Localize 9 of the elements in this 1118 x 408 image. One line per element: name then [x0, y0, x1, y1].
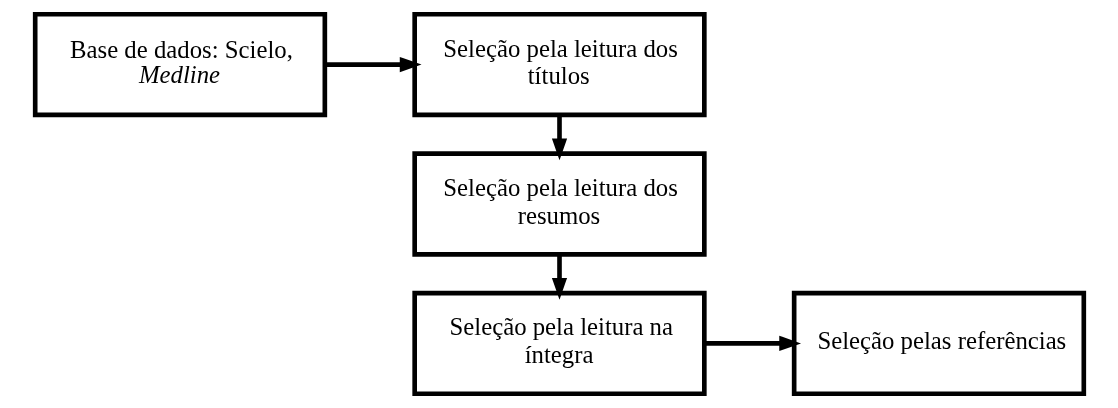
node-box: Base de dados: Scielo, Medline [32, 11, 327, 118]
node-box: Seleção pelas referências [791, 290, 1086, 397]
node-box: Seleção pela leitura na íntegra [411, 290, 707, 397]
arrow [551, 254, 567, 300]
node-box: Seleção pela leitura dos títulos [411, 11, 707, 118]
arrow [324, 57, 422, 73]
arrow [704, 335, 801, 351]
node-box: Seleção pela leitura dos resumos [411, 151, 707, 257]
arrow [551, 115, 567, 161]
